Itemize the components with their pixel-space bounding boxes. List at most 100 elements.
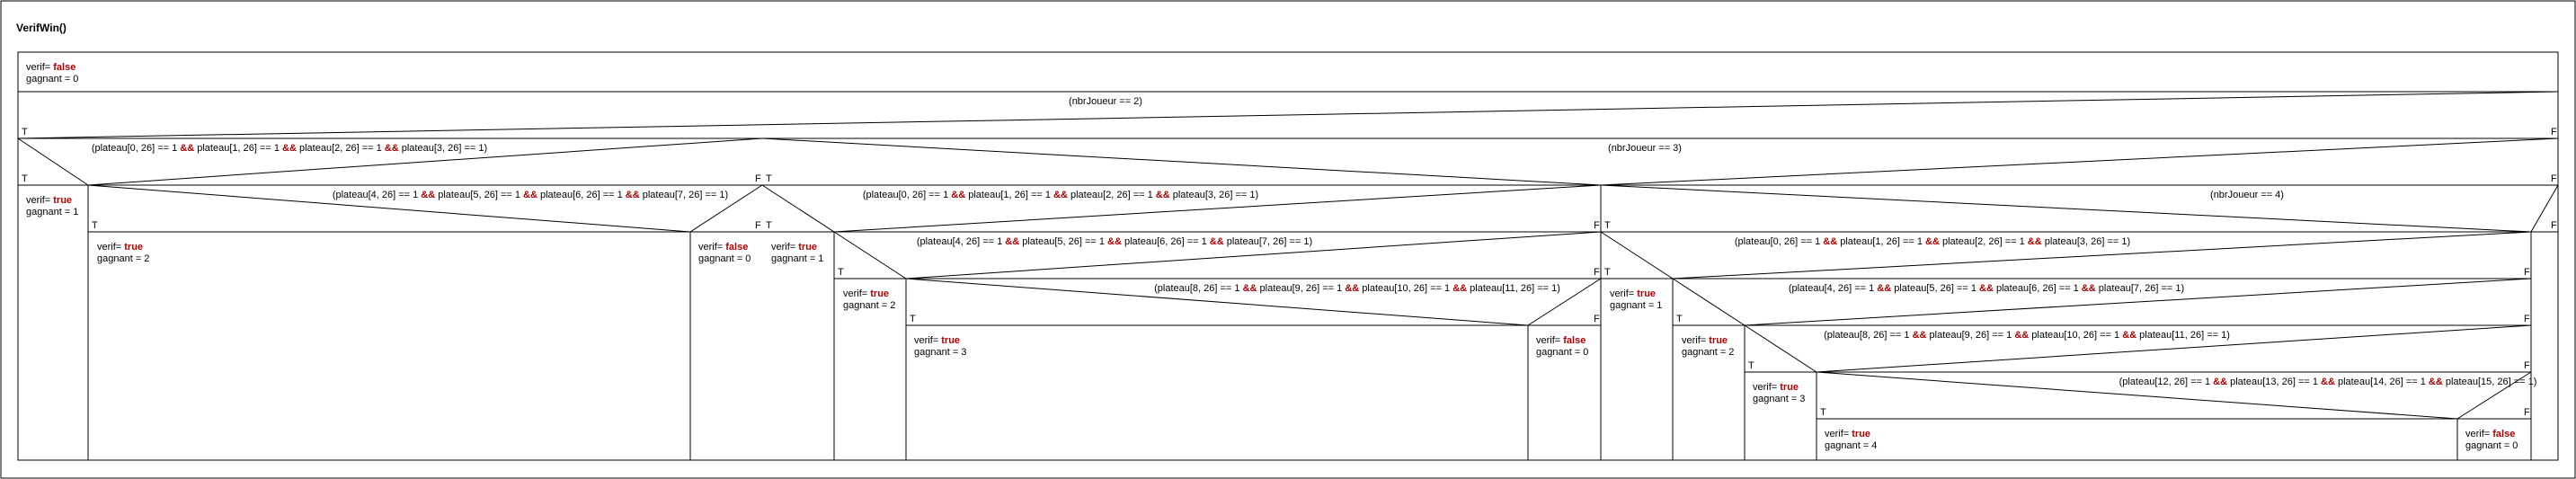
if-p1-4-true-label: T — [1604, 267, 1611, 278]
text-part: plateau[15, 26] == 1) — [2443, 377, 2537, 387]
text-part: plateau[2, 26] == 1 — [297, 143, 385, 154]
text-part: false — [2492, 429, 2515, 439]
text-part: plateau[3, 26] == 1) — [1170, 190, 1258, 200]
text-part: && — [1210, 236, 1224, 247]
text-part: (plateau[4, 26] == 1 — [333, 190, 421, 200]
text-part: true — [1637, 288, 1656, 299]
text-part: true — [124, 242, 143, 253]
p1-win-2-gagnant: gagnant = 1 — [26, 207, 78, 217]
text-part: true — [870, 288, 889, 299]
text-part: (plateau[0, 26] == 1 — [1735, 236, 1823, 247]
text-part: verif — [26, 62, 46, 73]
text-part: && — [1053, 190, 1068, 200]
if-p3-4-condition: (plateau[8, 26] == 1 && plateau[9, 26] =… — [1824, 330, 2230, 341]
text-part: plateau[6, 26] == 1 — [1122, 236, 1210, 247]
if-nbr3-diag-left — [761, 137, 1602, 186]
if-p2-4-true-label: T — [1676, 314, 1683, 324]
text-part: true — [798, 242, 817, 253]
if-p1-4-diag-left — [1600, 231, 1674, 279]
text-part: plateau[6, 26] == 1 — [537, 190, 626, 200]
if-nbr3-true-label: T — [766, 173, 772, 184]
text-part: plateau[3, 26] == 1) — [2042, 236, 2130, 247]
text-part: = — [1701, 335, 1709, 346]
if-p1-2-diag-left — [17, 137, 89, 186]
text-part: = — [862, 288, 870, 299]
p4-win-4-gagnant: gagnant = 4 — [1825, 440, 1877, 451]
if-p3-4-false-label: F — [2524, 360, 2530, 371]
text-part: && — [1107, 236, 1122, 247]
text-part: && — [626, 190, 640, 200]
text-part: plateau[2, 26] == 1 — [1940, 236, 2028, 247]
if-p4-4-diag-right — [2456, 371, 2532, 420]
if-p2-2-diag-right — [689, 184, 763, 233]
text-part: verif — [1753, 382, 1772, 393]
text-part: && — [1979, 283, 1994, 294]
text-part: && — [421, 190, 435, 200]
if-nbr2-false-label: F — [2551, 127, 2557, 137]
text-part: plateau[10, 26] == 1 — [1359, 283, 1452, 294]
text-part: && — [282, 143, 297, 154]
if-p4-4-condition: (plateau[12, 26] == 1 && plateau[13, 26]… — [2119, 377, 2537, 387]
text-part: verif — [771, 242, 791, 253]
text-part: = — [1629, 288, 1637, 299]
text-part: && — [1877, 283, 1891, 294]
if-p1-3-false-label: F — [1594, 220, 1600, 231]
text-part: plateau[9, 26] == 1 — [1257, 283, 1345, 294]
if-nbr4-condition: (nbrJoueur == 4) — [2210, 190, 2284, 200]
text-part: plateau[7, 26] == 1) — [640, 190, 728, 200]
if-p3-3-diag-left — [905, 278, 1529, 326]
p3-win-3-verif: verif= true — [914, 335, 960, 346]
text-part: true — [1709, 335, 1728, 346]
if-p2-3-true-label: T — [838, 267, 844, 278]
if-p2-3-diag-right — [905, 231, 1602, 279]
text-part: plateau[5, 26] == 1 — [1019, 236, 1107, 247]
text-part: (plateau[12, 26] == 1 — [2119, 377, 2214, 387]
if-nbr2-true-label: T — [22, 127, 28, 137]
if-p2-4-diag-left — [1672, 278, 1745, 326]
text-part: (plateau[0, 26] == 1 — [92, 143, 180, 154]
text-part: plateau[1, 26] == 1 — [965, 190, 1053, 200]
init-gagnant-line: gagnant = 0 — [26, 74, 78, 84]
text-part: verif — [1610, 288, 1630, 299]
text-part: verif — [2465, 429, 2485, 439]
if-p2-4-diag-right — [1744, 278, 2532, 326]
text-part: plateau[7, 26] == 1) — [1224, 236, 1312, 247]
text-part: false — [53, 62, 76, 73]
if-p1-4-diag-right — [1672, 231, 2532, 279]
text-part: = — [1555, 335, 1563, 346]
if-p2-4-condition: (plateau[4, 26] == 1 && plateau[5, 26] =… — [1789, 283, 2184, 294]
text-part: plateau[13, 26] == 1 — [2227, 377, 2321, 387]
if-p2-2-diag-left — [87, 184, 691, 233]
p2-win-4-gagnant: gagnant = 2 — [1682, 347, 1734, 358]
if-p1-4-condition: (plateau[0, 26] == 1 && plateau[1, 26] =… — [1735, 236, 2130, 247]
text-part: && — [523, 190, 537, 200]
if-p3-4-diag-left — [1744, 324, 1817, 373]
text-part: plateau[5, 26] == 1 — [1891, 283, 1979, 294]
if-p1-4-false-label: F — [2524, 267, 2530, 278]
p2-win-2-verif: verif= true — [97, 242, 143, 253]
lose-2-gagnant: gagnant = 0 — [698, 253, 751, 264]
if-nbr4-diag-left — [1600, 184, 2532, 233]
text-part: verif — [97, 242, 117, 253]
p3-win-3-gagnant: gagnant = 3 — [914, 347, 966, 358]
text-part: plateau[2, 26] == 1 — [1068, 190, 1156, 200]
if-p1-2-diag-right — [87, 137, 763, 186]
if-nbr2-condition: (nbrJoueur == 2) — [1069, 96, 1142, 107]
text-part: (plateau[4, 26] == 1 — [917, 236, 1005, 247]
lose-2-verif: verif= false — [698, 242, 748, 253]
text-part: && — [2321, 377, 2335, 387]
text-part: = — [45, 195, 53, 206]
text-part: verif — [1682, 335, 1701, 346]
p1-win-3-verif: verif= true — [771, 242, 817, 253]
text-part: && — [2429, 377, 2443, 387]
if-p2-2-true-label: T — [92, 220, 98, 231]
if-p1-3-condition: (plateau[0, 26] == 1 && plateau[1, 26] =… — [863, 190, 1258, 200]
text-part: && — [1452, 283, 1467, 294]
text-part: true — [1852, 429, 1870, 439]
text-part: = — [116, 242, 124, 253]
p3-win-4-verif: verif= true — [1753, 382, 1799, 393]
if-p2-2-false-label: F — [755, 220, 761, 231]
text-part: plateau[3, 26] == 1) — [399, 143, 487, 154]
lose-3-gagnant: gagnant = 0 — [1536, 347, 1588, 358]
